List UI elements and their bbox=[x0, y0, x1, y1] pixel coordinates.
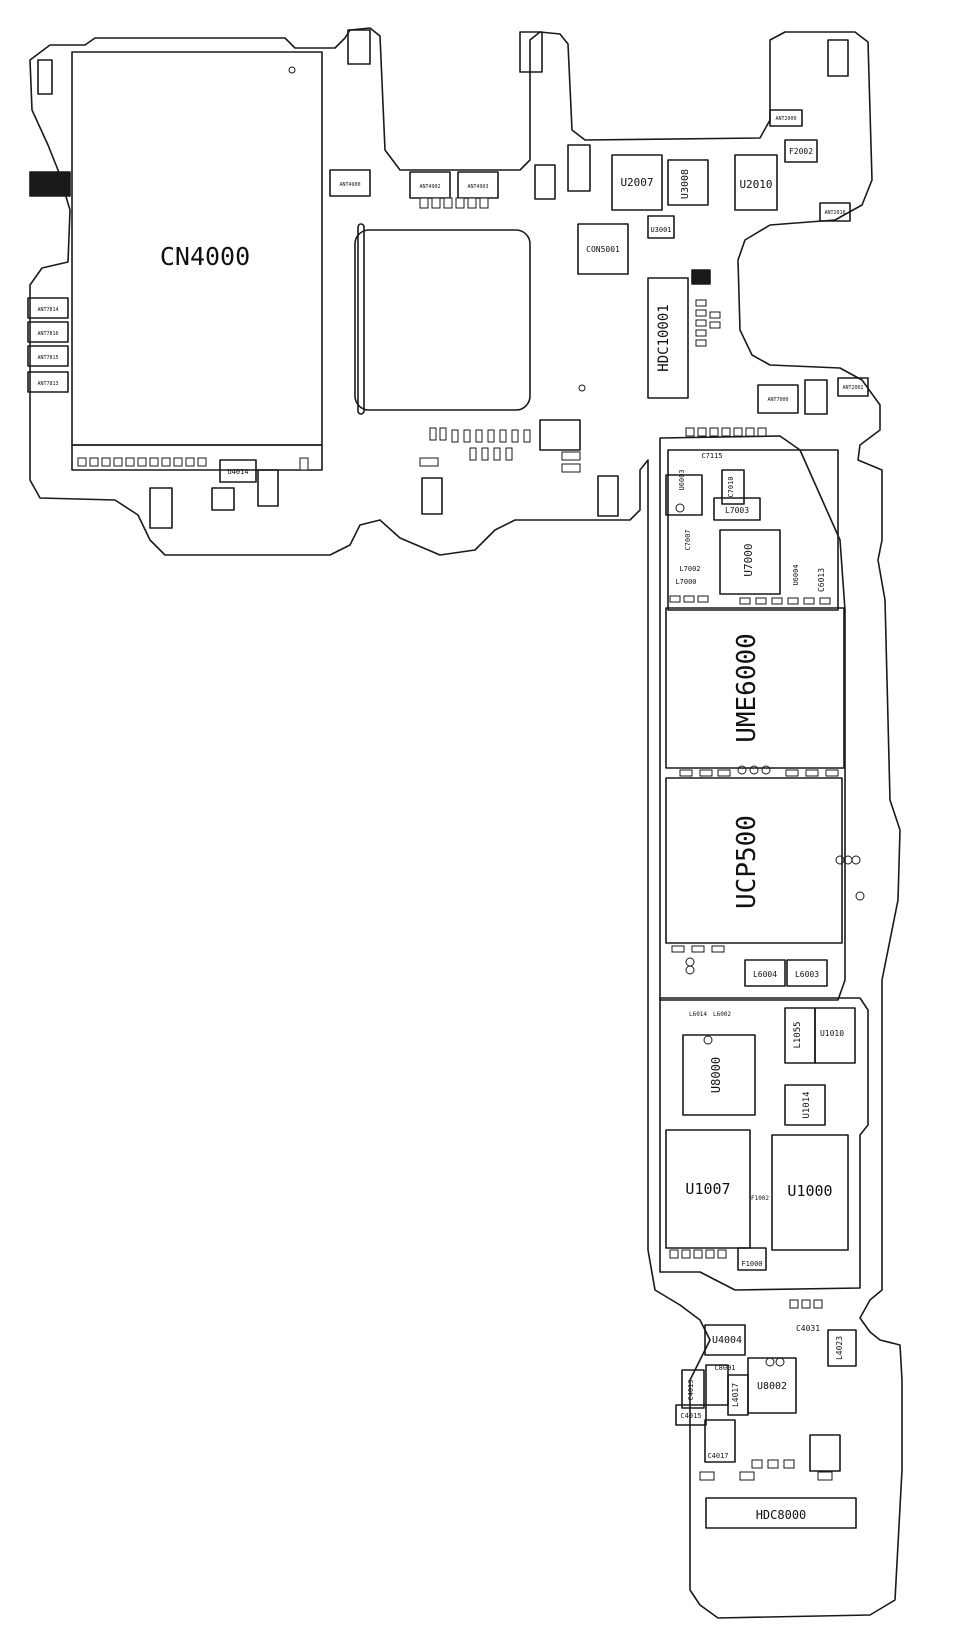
label-l6003: L6003 bbox=[795, 970, 819, 979]
label-l7000: L7000 bbox=[675, 578, 696, 586]
lower-shield bbox=[659, 997, 869, 1291]
right-shield bbox=[659, 435, 846, 1001]
label-u3001: U3001 bbox=[650, 226, 671, 234]
label-ant4902: ANT4902 bbox=[419, 184, 440, 190]
label-u4014: U4014 bbox=[227, 468, 248, 476]
label-ant7816: ANT7816 bbox=[37, 331, 58, 337]
label-ant7815: ANT7815 bbox=[37, 355, 58, 361]
label-hdc8000: HDC8000 bbox=[756, 1508, 807, 1522]
label-hdc10001: HDC10001 bbox=[656, 304, 672, 371]
label-f1002: F1002 bbox=[751, 1195, 769, 1202]
label-u6003: U6003 bbox=[678, 469, 686, 490]
ucp500-chip bbox=[665, 777, 843, 944]
u1000-chip bbox=[771, 1134, 849, 1251]
hdc8000-connector bbox=[705, 1497, 857, 1529]
label-u2007: U2007 bbox=[620, 176, 653, 189]
label-c7115: C7115 bbox=[701, 452, 722, 460]
label-u1010: U1010 bbox=[820, 1029, 844, 1038]
label-ant7814: ANT7814 bbox=[37, 307, 58, 313]
label-l7003: L7003 bbox=[725, 506, 749, 515]
label-u2010: U2010 bbox=[739, 178, 772, 191]
u8000-chip bbox=[682, 1034, 756, 1116]
label-ant2010: ANT2010 bbox=[824, 210, 845, 216]
hdc10001-connector bbox=[647, 277, 689, 399]
label-c7010: C7010 bbox=[727, 476, 735, 497]
board-outline bbox=[29, 27, 903, 1619]
label-l6002: L6002 bbox=[713, 1011, 731, 1018]
label-f1000: F1000 bbox=[741, 1260, 762, 1268]
label-l1055: L1055 bbox=[793, 1021, 803, 1048]
u2007-chip bbox=[611, 154, 663, 211]
label-c4013: C4013 bbox=[687, 1379, 695, 1400]
u1007-chip bbox=[665, 1129, 751, 1249]
label-ant2002: ANT2002 bbox=[842, 385, 863, 391]
label-l4023: L4023 bbox=[835, 1336, 844, 1360]
label-u8002: U8002 bbox=[757, 1381, 787, 1392]
label-l6014: L6014 bbox=[689, 1011, 707, 1018]
label-u1014: U1014 bbox=[802, 1091, 812, 1118]
socket-pad bbox=[354, 229, 531, 411]
label-u6004: U6004 bbox=[792, 564, 800, 585]
u3008-chip bbox=[667, 159, 709, 206]
u7000-chip bbox=[719, 529, 781, 595]
label-u4004: U4004 bbox=[712, 1335, 742, 1346]
label-ant7813: ANT7813 bbox=[37, 381, 58, 387]
label-l4017: L4017 bbox=[731, 1383, 740, 1407]
label-f2002: F2002 bbox=[789, 147, 813, 156]
label-c8001: C8001 bbox=[714, 1364, 735, 1372]
u3001-chip bbox=[647, 215, 675, 239]
con5001-chip bbox=[577, 223, 629, 275]
label-c4017: C4017 bbox=[707, 1452, 728, 1460]
label-ant7000: ANT7000 bbox=[767, 397, 788, 403]
label-ant2000: ANT2000 bbox=[775, 116, 796, 122]
label-c7007: C7007 bbox=[684, 529, 692, 550]
label-u1007: U1007 bbox=[685, 1180, 730, 1198]
label-ant4900: ANT4900 bbox=[339, 182, 360, 188]
label-l7002: L7002 bbox=[679, 565, 700, 573]
u1014-chip bbox=[784, 1084, 826, 1126]
label-ucp500: UCP500 bbox=[732, 815, 762, 909]
label-cn4000: CN4000 bbox=[160, 242, 250, 271]
label-c6013: C6013 bbox=[817, 568, 826, 592]
label-c4031: C4031 bbox=[796, 1324, 820, 1333]
label-ant4903: ANT4903 bbox=[467, 184, 488, 190]
label-ume6000: UME6000 bbox=[732, 633, 762, 743]
label-u8000: U8000 bbox=[709, 1057, 723, 1093]
ume6000-chip bbox=[665, 607, 845, 769]
label-c4015: C4015 bbox=[680, 1412, 701, 1420]
label-u1000: U1000 bbox=[787, 1182, 832, 1200]
u4004-chip bbox=[704, 1324, 746, 1356]
label-u3008: U3008 bbox=[680, 169, 691, 199]
label-con5001: CON5001 bbox=[586, 245, 620, 254]
label-l6004: L6004 bbox=[753, 970, 777, 979]
label-u7000: U7000 bbox=[742, 543, 755, 576]
u2010-chip bbox=[734, 154, 778, 211]
